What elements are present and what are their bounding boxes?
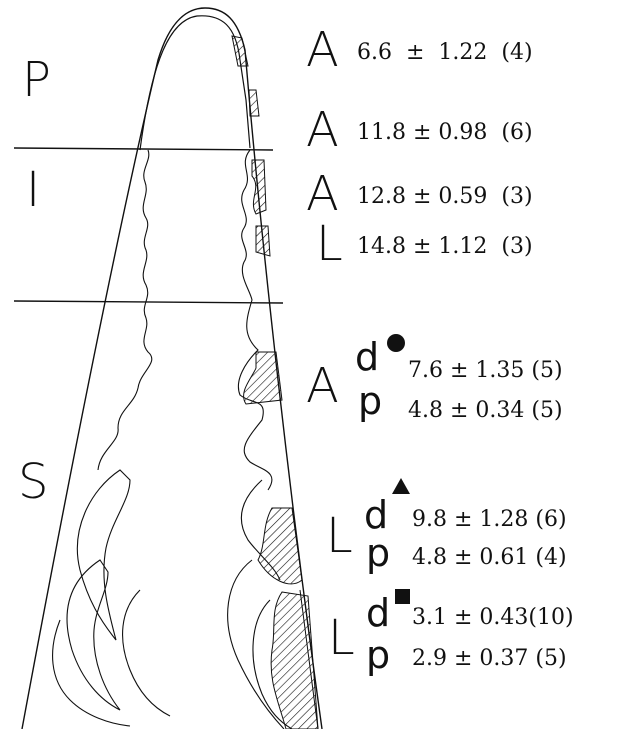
stage-letter: A [306,170,339,218]
leaf-loop-left-3 [53,620,130,726]
measurement-value: 2.9 ± 0.37 (5) [412,648,567,670]
hatched-region-3 [252,160,266,214]
measurement-value: 11.8 ± 0.98 (6) [357,122,533,144]
boundary-line-i-s [14,301,283,303]
hatched-region-4 [256,226,270,256]
stage-letter: L [328,614,355,662]
measurement-value: 4.8 ± 0.34 (5) [408,400,563,422]
zone-label-s: S [18,458,48,506]
hatched-region-7 [271,592,318,729]
measurement-value: 7.6 ± 1.35 (5) [408,360,563,382]
stage-letter: L [316,220,343,268]
hatched-region-2 [249,90,259,116]
square-marker-icon [395,589,410,604]
zone-label-i: I [26,166,40,214]
part-letter: d [366,594,390,632]
boundary-line-p-i [14,148,273,150]
part-letter: d [355,338,379,376]
part-letter: d [364,496,388,534]
left-wavy-contour [98,150,152,470]
measurement-value: 3.1 ± 0.43(10) [412,607,574,629]
triangle-marker-icon [392,478,410,494]
part-letter: p [358,382,382,420]
stage-letter: A [306,106,339,154]
stage-letter: A [306,26,339,74]
measurement-value: 14.8 ± 1.12 (3) [357,236,533,258]
measurement-value: 6.6 ± 1.22 (4) [357,42,533,64]
leaf-loop-left-1 [77,470,130,640]
circle-marker-icon [387,334,405,352]
zone-label-p: P [22,56,51,104]
part-letter: p [366,534,390,572]
measurement-value: 12.8 ± 0.59 (3) [357,186,533,208]
stage-letter: A [306,362,339,410]
stage-letter: L [326,512,353,560]
hatched-region-6 [258,508,302,584]
leaf-loop-left-4 [123,590,170,716]
part-letter: p [366,636,390,674]
measurement-value: 9.8 ± 1.28 (6) [412,509,567,531]
measurement-value: 4.8 ± 0.61 (4) [412,547,567,569]
